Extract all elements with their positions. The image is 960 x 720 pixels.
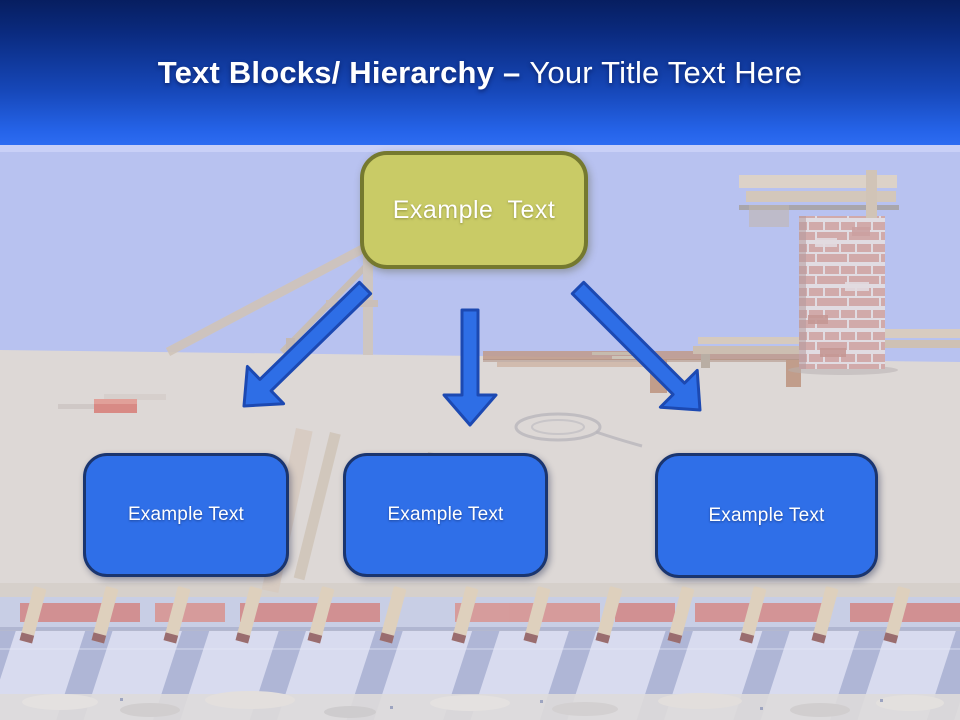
hierarchy-child-label-3: Example Text: [708, 504, 825, 526]
hierarchy-child-box-2[interactable]: Example Text: [343, 453, 548, 577]
hierarchy-child-box-1[interactable]: Example Text: [83, 453, 289, 577]
rope-coil: [514, 412, 643, 448]
slide-title-bold: Text Blocks/ Hierarchy –: [157, 55, 521, 90]
brick-chimney: [788, 216, 898, 375]
eave-and-wall: [0, 586, 960, 720]
connector-arrow-right[interactable]: [570, 280, 702, 412]
hierarchy-root-label: Example Text: [392, 195, 556, 224]
connector-arrow-middle[interactable]: [442, 308, 498, 427]
hierarchy-root-box[interactable]: Example Text: [360, 151, 588, 269]
hierarchy-child-label-2: Example Text: [387, 504, 504, 525]
mortar-debris: [0, 691, 960, 720]
slide-header: Text Blocks/ Hierarchy – Your Title Text…: [0, 0, 960, 145]
hierarchy-child-box-3[interactable]: Example Text: [655, 453, 878, 578]
scaffold-planks: [693, 329, 960, 368]
slide-title[interactable]: Text Blocks/ Hierarchy – Your Title Text…: [158, 57, 802, 88]
slide-title-regular: Your Title Text Here: [529, 55, 803, 90]
connector-arrows: [242, 280, 702, 427]
formwork-planks: [739, 170, 899, 227]
hierarchy-child-label-1: Example Text: [127, 504, 245, 525]
connector-arrow-left[interactable]: [242, 280, 373, 408]
